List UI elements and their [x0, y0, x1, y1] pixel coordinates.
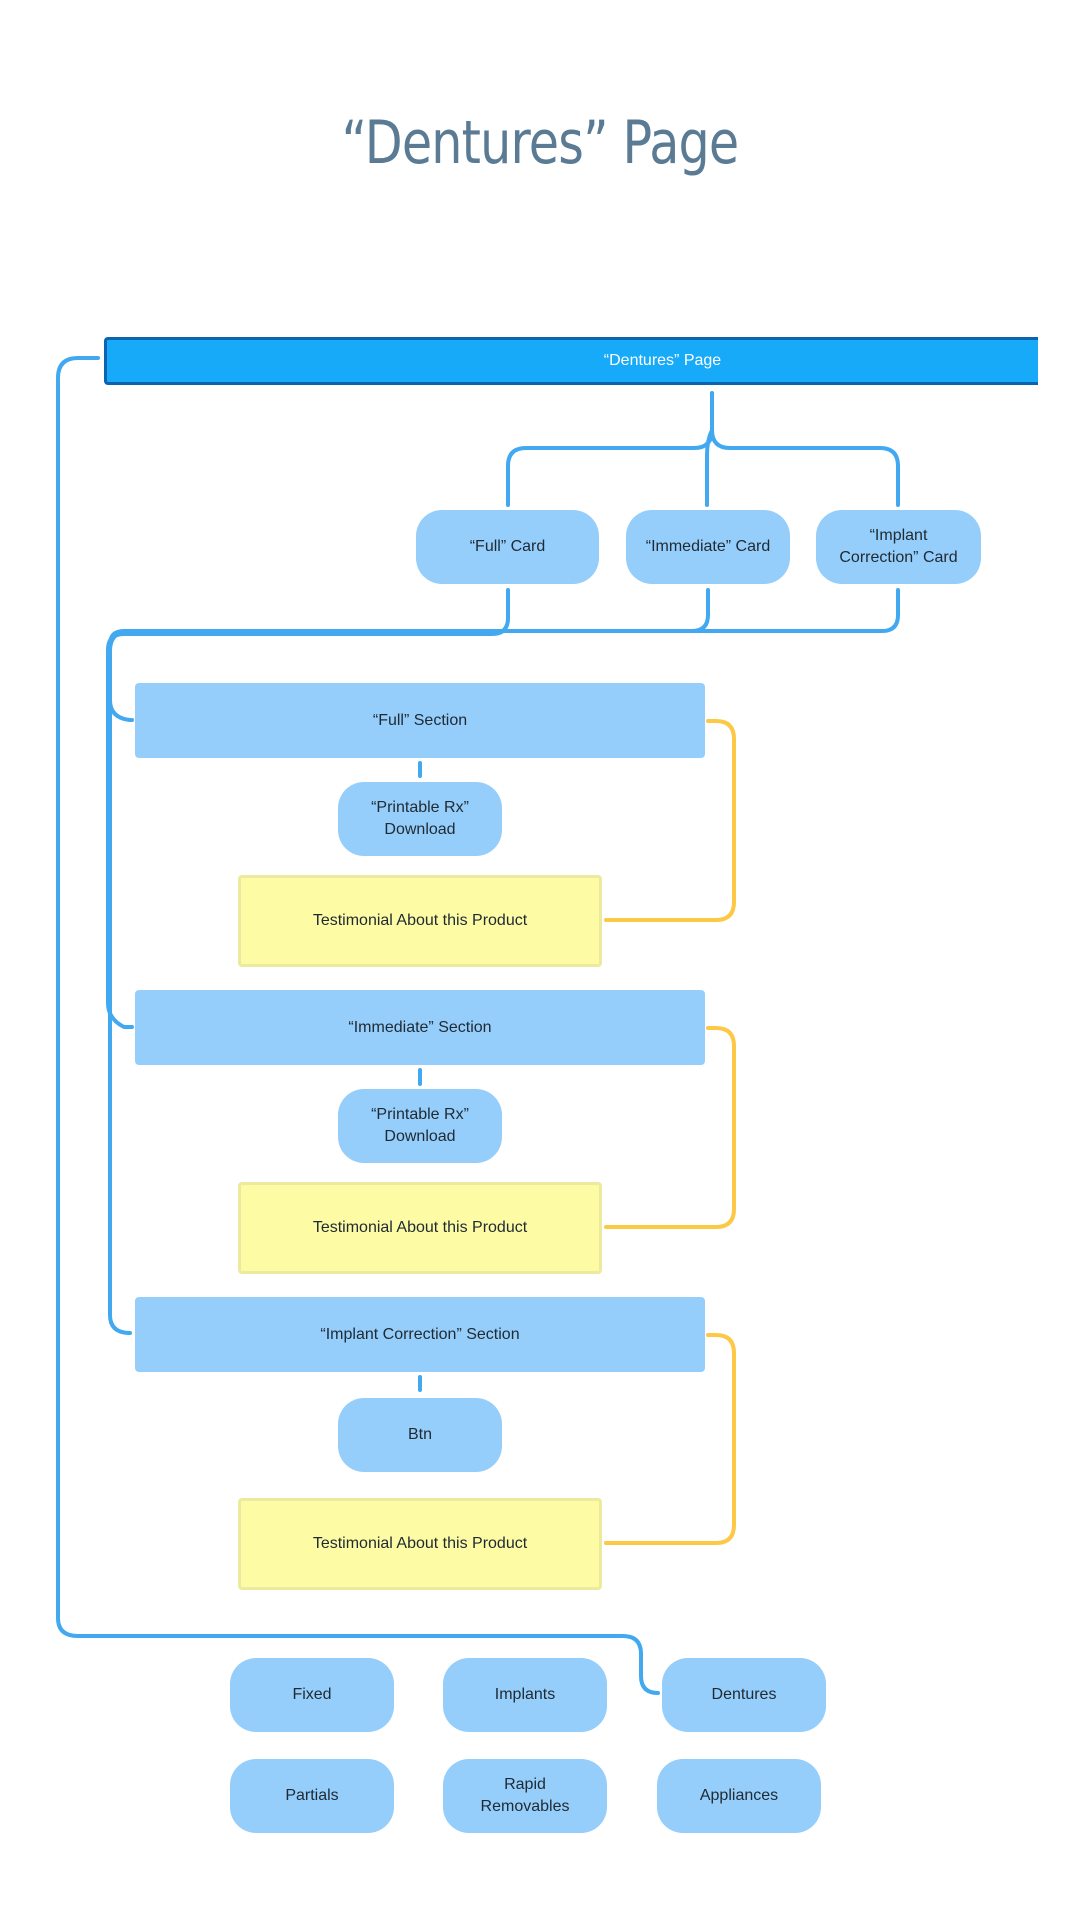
- implant-correction-section-label: “Implant Correction” Section: [320, 1325, 520, 1343]
- printable-rx-download-node[interactable]: “Printable Rx” Download: [338, 782, 502, 856]
- full-section-node[interactable]: “Full” Section: [135, 683, 705, 758]
- implant-correction-card-node[interactable]: “Implant Correction” Card: [816, 510, 981, 584]
- testimonial-node: Testimonial About this Product: [238, 1182, 602, 1274]
- nav-page-dentures[interactable]: Dentures: [662, 1658, 826, 1732]
- testimonial-label: Testimonial About this Product: [312, 912, 528, 929]
- nav-page-implants[interactable]: Implants: [443, 1658, 607, 1732]
- dentures-page-label: “Dentures” Page: [603, 352, 722, 369]
- nav-page-fixed[interactable]: Fixed: [230, 1658, 394, 1732]
- nav-page-label: Fixed: [292, 1686, 332, 1703]
- nav-page-label: Appliances: [699, 1787, 779, 1804]
- dentures-page-node[interactable]: “Dentures” Page: [104, 337, 1038, 385]
- immediate-card-node[interactable]: “Immediate” Card: [626, 510, 790, 584]
- testimonial-node: Testimonial About this Product: [238, 1498, 602, 1590]
- testimonial-node: Testimonial About this Product: [238, 875, 602, 967]
- testimonial-label: Testimonial About this Product: [312, 1535, 528, 1552]
- nav-page-partials[interactable]: Partials: [230, 1759, 394, 1833]
- nav-page-label: Partials: [285, 1787, 339, 1804]
- full-card-node[interactable]: “Full” Card: [416, 510, 599, 584]
- nav-page-label: Implants: [494, 1686, 556, 1703]
- immediate-card-label: “Immediate” Card: [645, 538, 771, 555]
- nav-page-appliances[interactable]: Appliances: [657, 1759, 821, 1833]
- btn-node[interactable]: Btn: [338, 1398, 502, 1472]
- nav-page-label: Rapid Removables: [480, 1776, 570, 1815]
- immediate-section-node[interactable]: “Immediate” Section: [135, 990, 705, 1065]
- testimonial-label: Testimonial About this Product: [312, 1219, 528, 1236]
- implant-correction-card-label: “Implant Correction” Card: [839, 527, 958, 566]
- printable-rx-download-node[interactable]: “Printable Rx” Download: [338, 1089, 502, 1163]
- full-section-label: “Full” Section: [372, 711, 468, 729]
- printable-rx-download-label: “Printable Rx” Download: [371, 799, 469, 838]
- nav-page-label: Dentures: [711, 1686, 777, 1703]
- full-card-label: “Full” Card: [469, 538, 546, 555]
- immediate-section-label: “Immediate” Section: [348, 1018, 492, 1036]
- btn-label: Btn: [407, 1426, 432, 1443]
- nav-page-rapid-removables[interactable]: Rapid Removables: [443, 1759, 607, 1833]
- printable-rx-download-label: “Printable Rx” Download: [371, 1106, 469, 1145]
- page-title: “Dentures” Page: [341, 108, 740, 178]
- implant-correction-section-node[interactable]: “Implant Correction” Section: [135, 1297, 705, 1372]
